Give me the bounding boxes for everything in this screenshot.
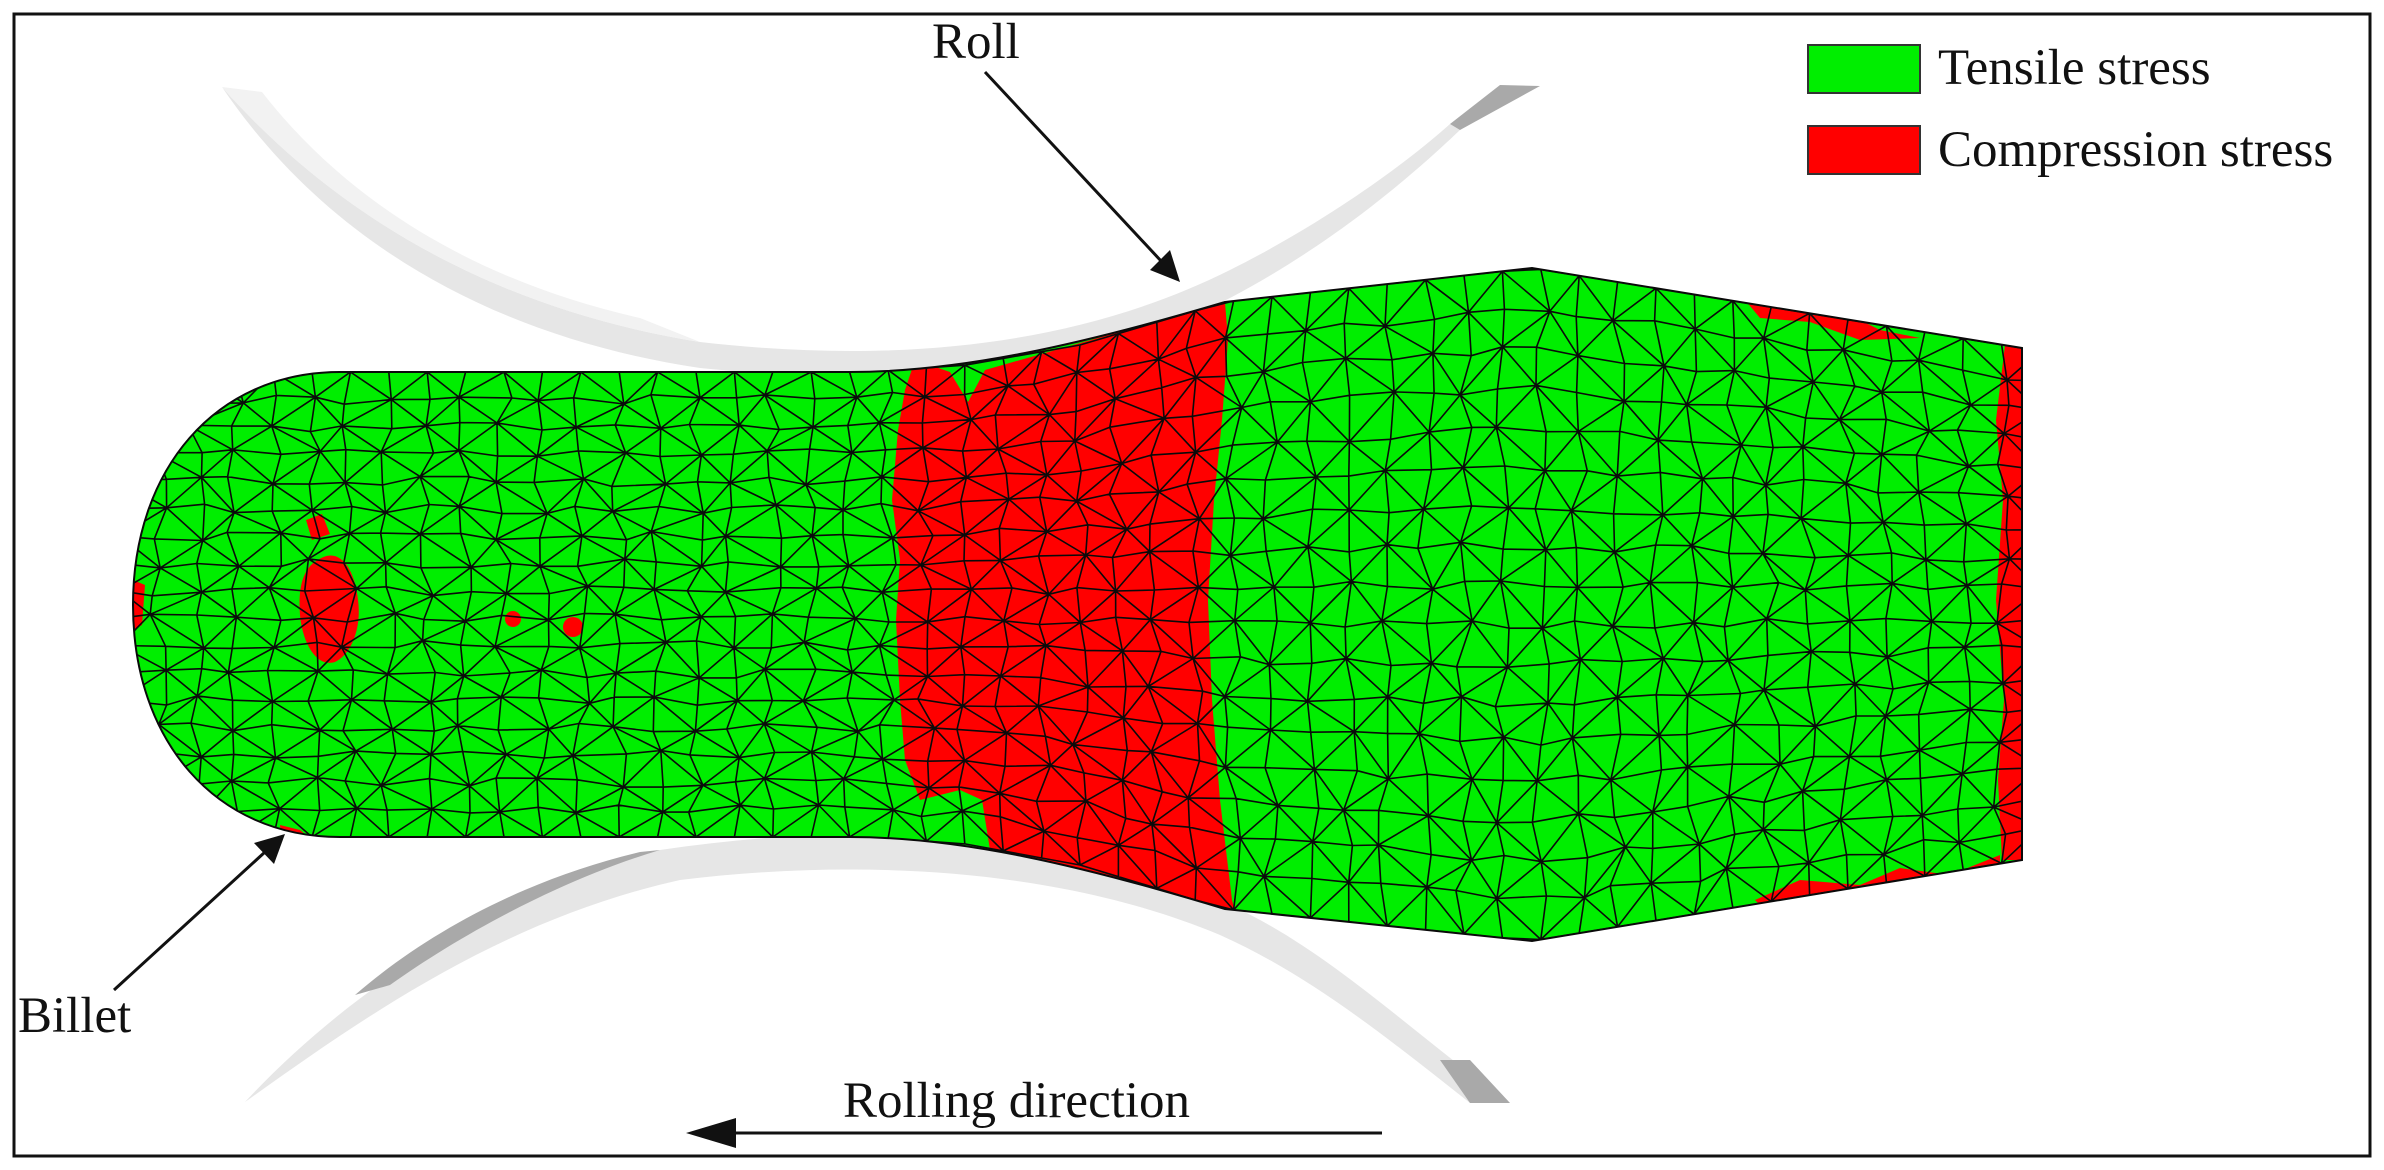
rolling-direction-arrowhead <box>686 1118 736 1148</box>
legend: Tensile stress Compression stress <box>1807 40 2333 178</box>
billet-label: Billet <box>18 988 131 1044</box>
rolling-direction-arrow <box>686 1118 1382 1148</box>
billet-outline <box>131 266 2023 943</box>
lower-roll <box>245 834 1510 1103</box>
rolling-direction-label: Rolling direction <box>843 1073 1190 1129</box>
roll-label: Roll <box>932 14 1020 70</box>
billet-pointer-arrow <box>112 834 285 992</box>
upper-roll-inner-face <box>222 87 1460 376</box>
compression-dot-1 <box>505 611 521 627</box>
upper-roll-outer-face <box>222 87 700 342</box>
compression-right-edge <box>1996 345 2022 860</box>
lower-roll-inner-face <box>245 834 1510 1103</box>
legend-swatch-compression <box>1807 125 1921 175</box>
upper-roll <box>222 85 1540 376</box>
billet <box>133 268 2022 941</box>
roll-arrowhead <box>1150 250 1180 282</box>
roll-pointer-arrow <box>983 70 1180 282</box>
compression-left-spot-small <box>306 514 330 540</box>
figure-border <box>12 12 2372 1158</box>
compression-dot-2 <box>563 617 583 637</box>
compression-bottom-right <box>1755 855 2000 905</box>
lower-roll-dark-face <box>355 850 660 995</box>
upper-roll-dark-tip <box>1450 85 1540 130</box>
billet-arrowhead <box>254 834 285 864</box>
legend-label-compression: Compression stress <box>1938 122 2333 178</box>
legend-swatch-tensile <box>1807 44 1921 94</box>
legend-label-tensile: Tensile stress <box>1938 40 2211 96</box>
lower-roll-dark-tip <box>1440 1060 1510 1103</box>
